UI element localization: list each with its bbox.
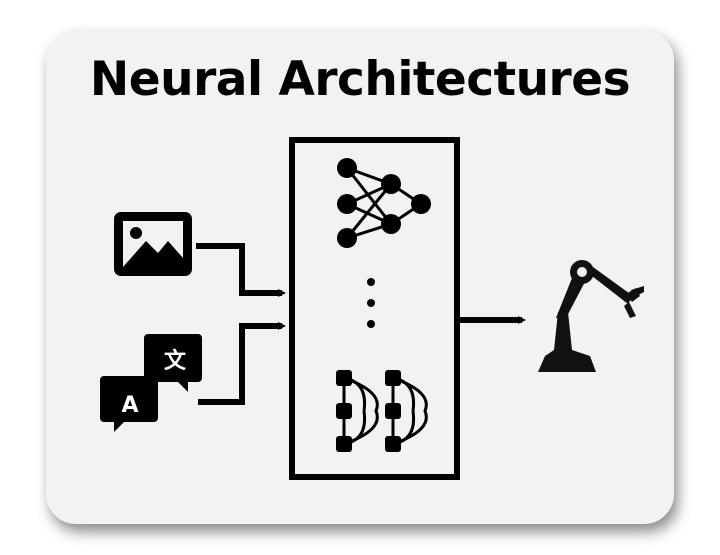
input-connectors bbox=[196, 243, 286, 405]
neural-network-icon bbox=[337, 158, 431, 248]
translate-source-glyph: A bbox=[121, 393, 138, 418]
robot-arm-icon bbox=[538, 260, 644, 372]
image-to-model-arrow bbox=[196, 243, 286, 297]
translate-target-glyph: 文 bbox=[164, 348, 187, 374]
model-box bbox=[289, 137, 460, 480]
recurrent-network-icon bbox=[336, 370, 428, 452]
language-to-model-arrow bbox=[198, 322, 286, 405]
diagram-title: Neural Architectures bbox=[89, 52, 631, 107]
diagram-card bbox=[46, 30, 674, 524]
image-icon bbox=[114, 212, 192, 276]
vertical-ellipsis-icon bbox=[367, 278, 375, 328]
translate-icon: A 文 bbox=[100, 334, 202, 432]
